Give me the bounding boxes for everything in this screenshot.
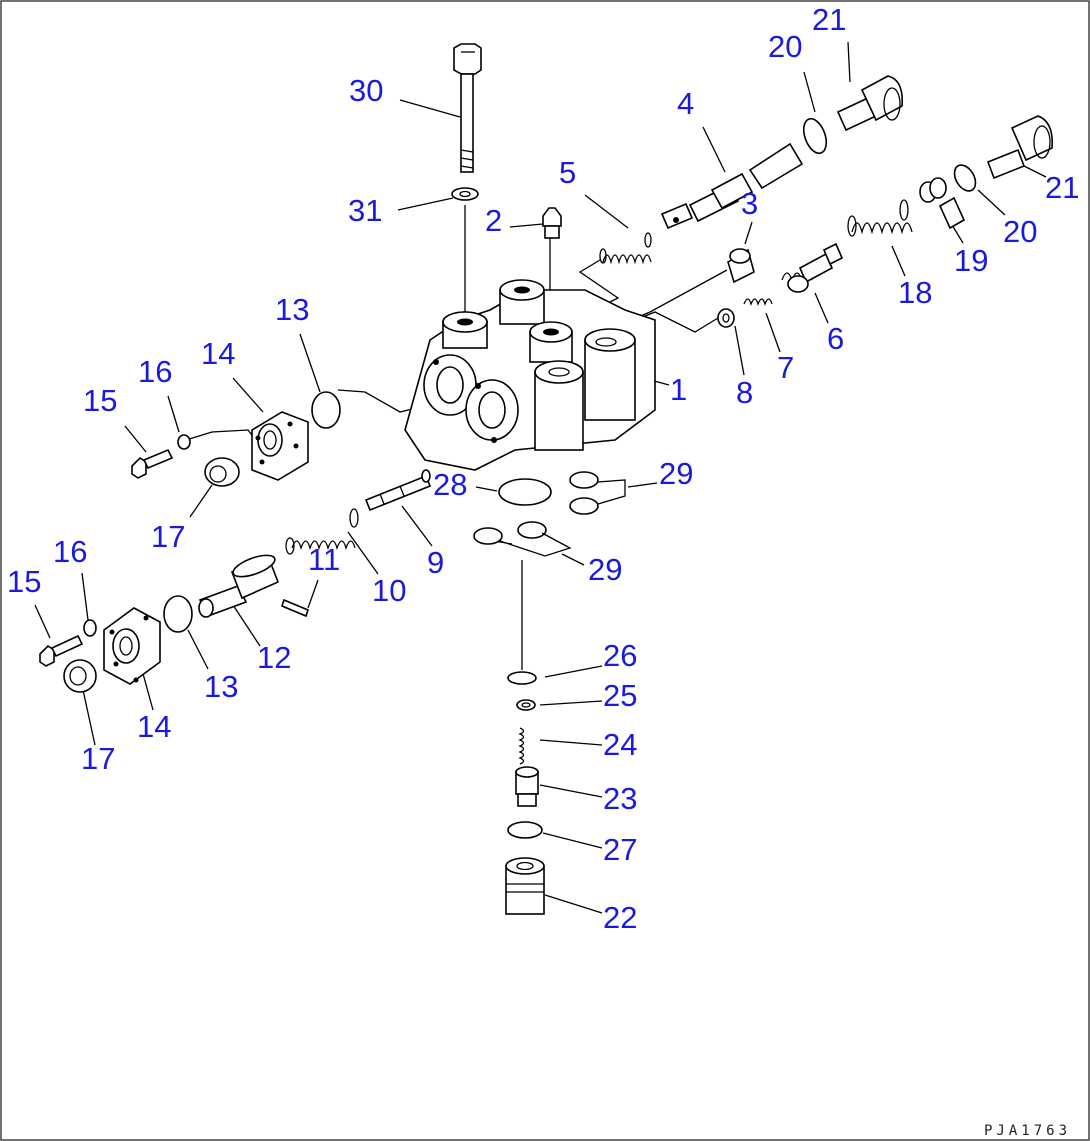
callout-12: 12 (257, 640, 291, 675)
leader-lines (34, 41, 1047, 914)
plug-21-top (836, 75, 904, 132)
callout-14-lower: 14 (137, 709, 171, 744)
callout-18: 18 (898, 275, 932, 310)
ring-20-top (802, 117, 828, 155)
plug-21-right (986, 115, 1054, 180)
o-ring-27 (507, 821, 543, 839)
callout-16-top: 16 (138, 354, 172, 389)
washer-25 (516, 699, 536, 711)
seal-17-lower (63, 659, 97, 693)
bolt-15-top (131, 448, 174, 479)
callout-15-top: 15 (83, 383, 117, 418)
spring-7 (743, 298, 773, 306)
drawing-code: PJA1763 (984, 1123, 1071, 1139)
callout-29-lower: 29 (588, 552, 622, 587)
cover-14-top (251, 411, 309, 481)
callout-23: 23 (603, 781, 637, 816)
callout-21-right: 21 (1045, 170, 1079, 205)
o-ring-13-lower (163, 595, 193, 633)
spool-4 (660, 142, 804, 230)
plug-2 (542, 207, 562, 239)
washer-31 (451, 187, 479, 201)
callout-26: 26 (603, 638, 637, 673)
callout-6: 6 (827, 321, 844, 356)
callout-16-lower: 16 (53, 534, 87, 569)
washer-16-top (177, 434, 191, 450)
o-ring-13-top (311, 391, 341, 429)
plate-29-upper (569, 471, 626, 515)
spring-24 (518, 727, 525, 765)
washer-16-lower (83, 619, 97, 637)
plug-22 (505, 857, 545, 915)
callout-13-top: 13 (275, 292, 309, 327)
callout-2: 2 (485, 203, 502, 238)
callout-17-lower: 17 (81, 741, 115, 776)
spool-9 (364, 469, 432, 512)
parts (39, 43, 1054, 915)
callout-8: 8 (736, 375, 753, 410)
ring-20-right (953, 164, 977, 192)
callout-13-lower: 13 (204, 669, 238, 704)
bolt-30 (453, 43, 482, 173)
callout-7: 7 (777, 350, 794, 385)
poppet-23 (515, 766, 539, 807)
plate-29-lower (473, 521, 572, 557)
callout-24: 24 (603, 727, 637, 762)
piston-8 (717, 308, 735, 328)
spool-6 (781, 242, 844, 293)
seal-26 (507, 671, 537, 685)
pin-11 (281, 598, 309, 618)
callout-14-top: 14 (201, 336, 235, 371)
spring-5 (599, 232, 652, 265)
piston-12 (198, 554, 280, 618)
callout-30: 30 (349, 73, 383, 108)
seal-17-top (204, 457, 240, 487)
callout-9: 9 (427, 545, 444, 580)
spring-10 (285, 508, 359, 555)
o-ring-28 (498, 478, 552, 506)
callout-4: 4 (677, 86, 694, 121)
callout-15-lower: 15 (7, 564, 41, 599)
callout-20-top: 20 (768, 29, 802, 64)
sleeve-19 (919, 177, 966, 230)
callout-29-upper: 29 (659, 456, 693, 491)
callout-20-right: 20 (1003, 214, 1037, 249)
callout-19: 19 (954, 243, 988, 278)
callout-25: 25 (603, 678, 637, 713)
callout-22: 22 (603, 900, 637, 935)
callout-31: 31 (348, 193, 382, 228)
callout-5: 5 (559, 155, 576, 190)
callout-10: 10 (372, 573, 406, 608)
callout-1: 1 (670, 372, 687, 407)
callout-27: 27 (603, 832, 637, 867)
callout-numbers: 30 31 2 5 4 20 21 21 20 3 19 18 6 7 8 1 … (7, 2, 1079, 935)
callout-11: 11 (308, 542, 340, 577)
callout-17-top: 17 (151, 519, 185, 554)
spring-18 (847, 199, 913, 237)
valve-body-1 (404, 279, 656, 471)
callout-3: 3 (741, 186, 758, 221)
cover-14-lower (103, 607, 161, 685)
callout-28: 28 (433, 467, 467, 502)
callout-21-top: 21 (812, 2, 846, 37)
plug-3 (727, 248, 755, 284)
bolt-15-lower (39, 634, 84, 667)
